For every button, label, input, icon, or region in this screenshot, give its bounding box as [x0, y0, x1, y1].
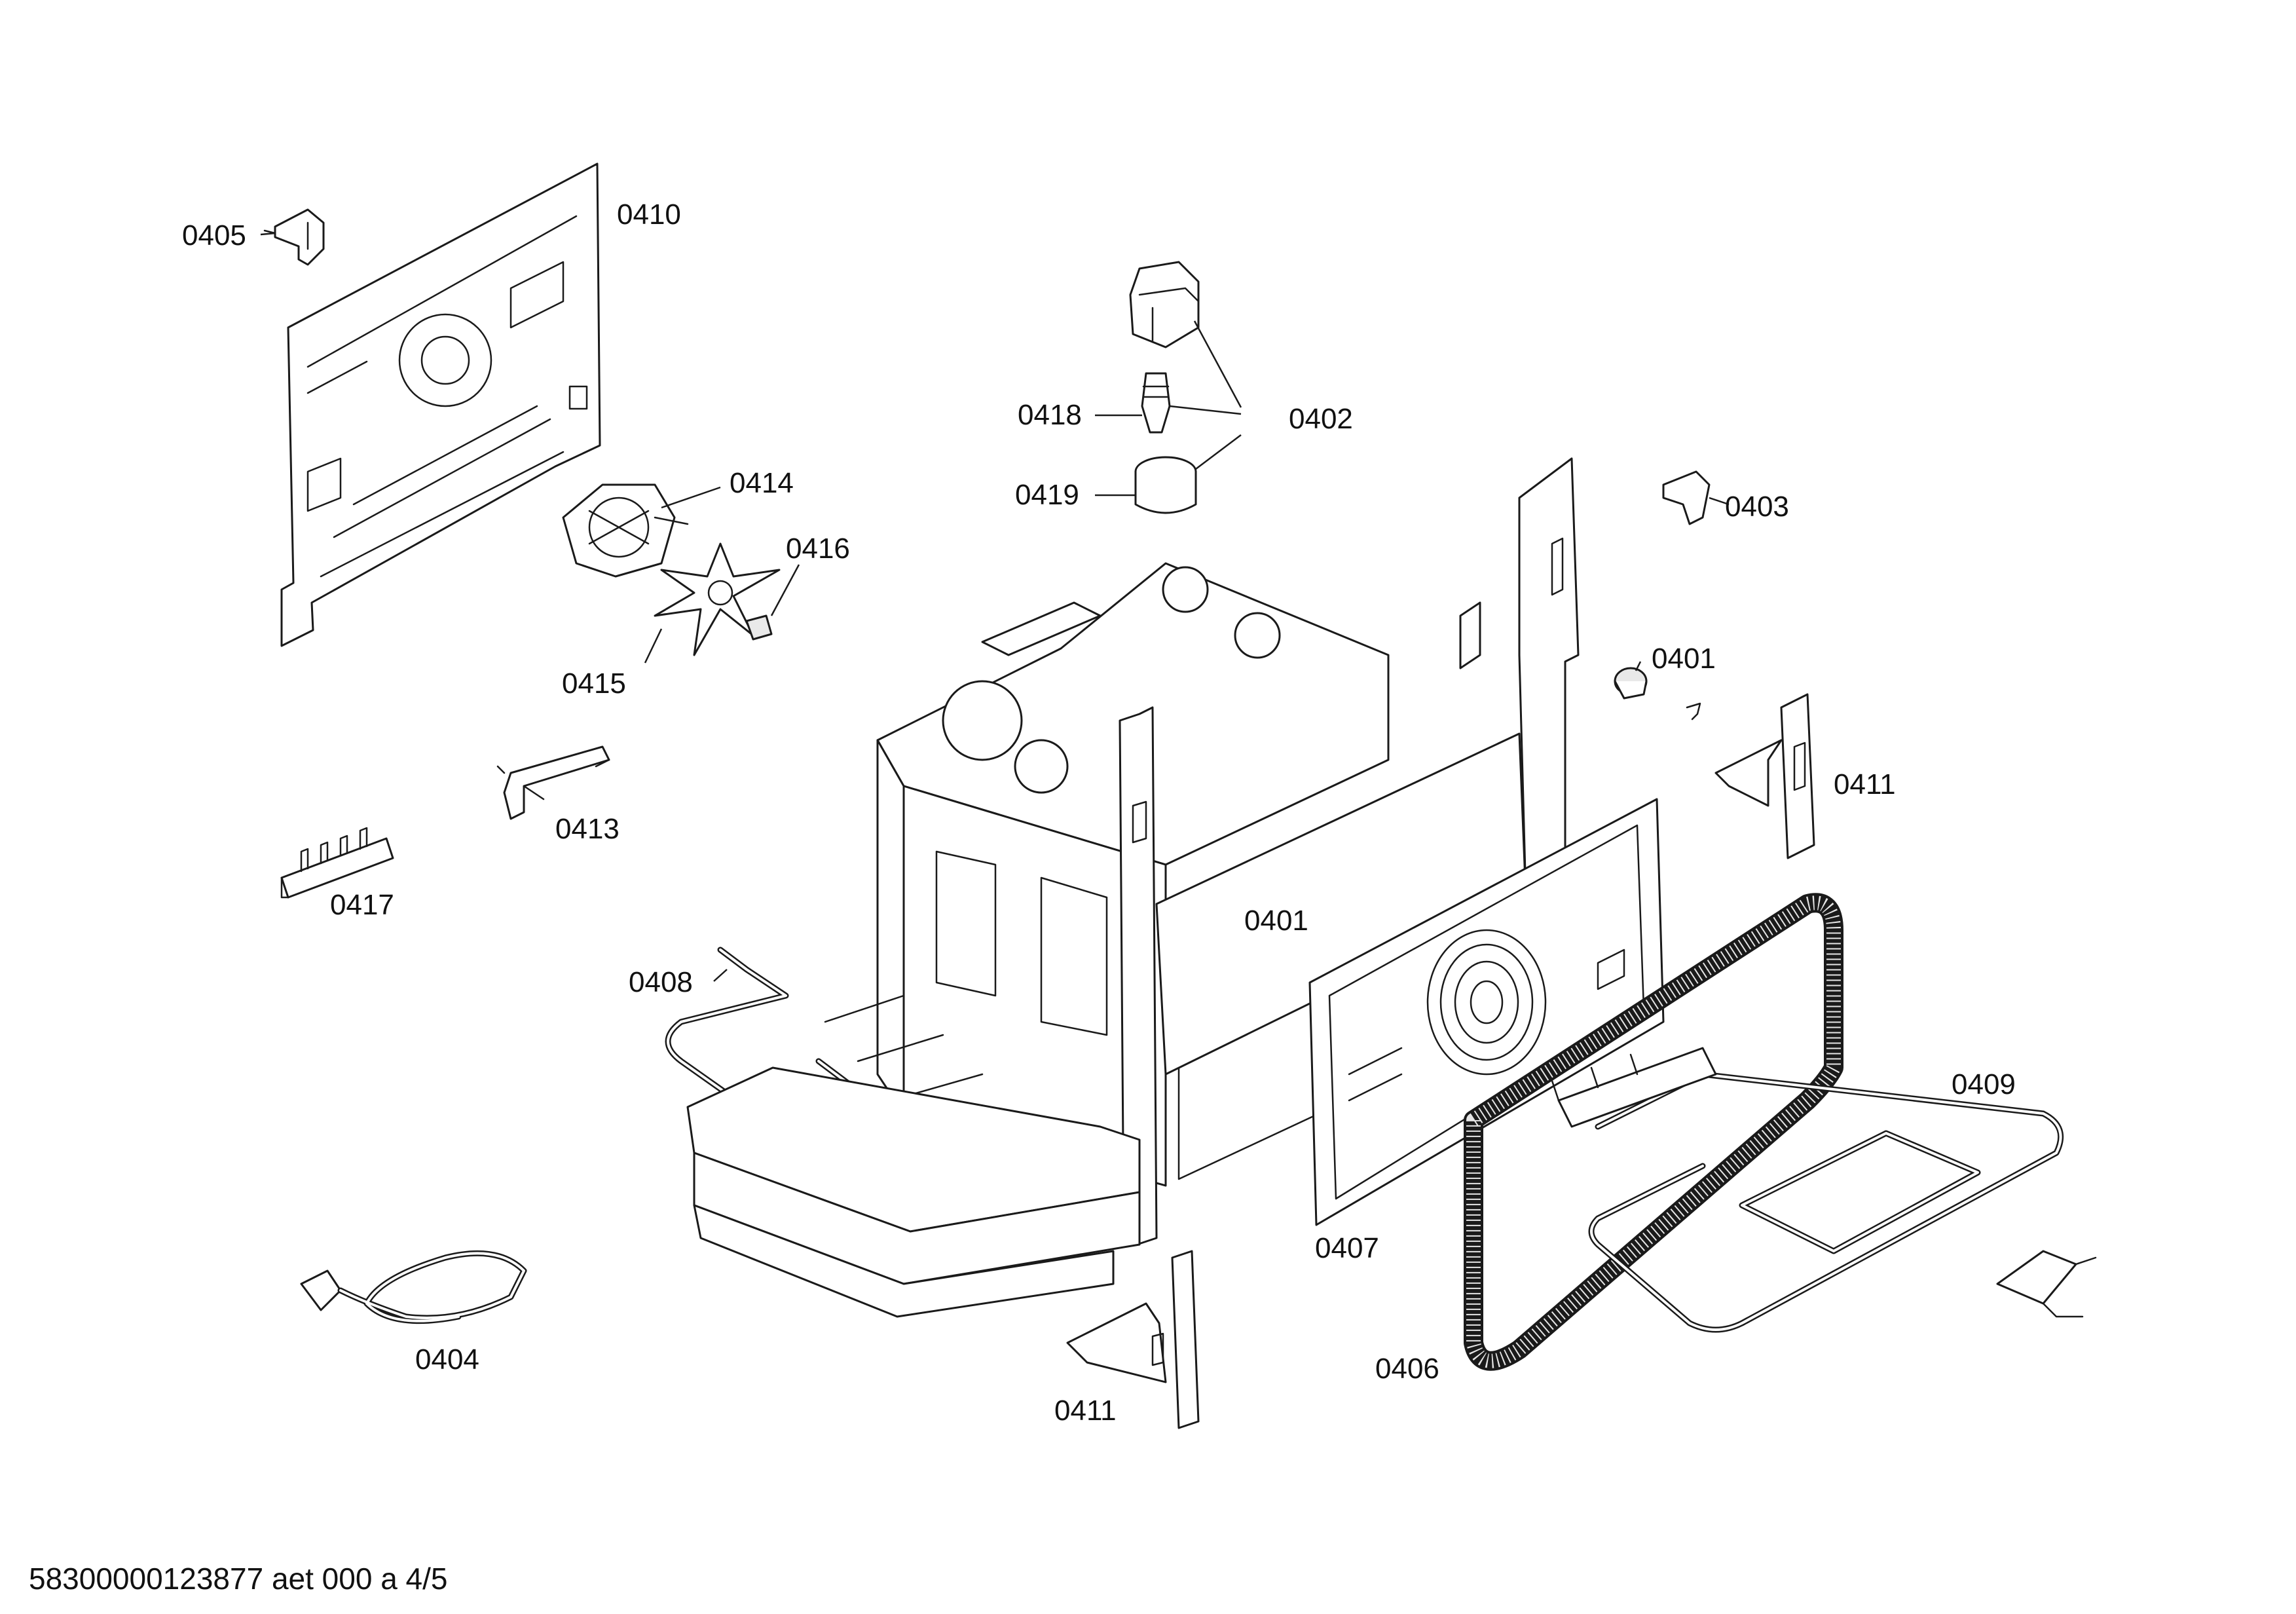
fan-blade-part — [654, 542, 781, 656]
label-0413: 0413 — [555, 813, 620, 845]
label-0411-right: 0411 — [1834, 768, 1896, 800]
label-0405: 0405 — [182, 219, 246, 252]
lamp-holder-part — [1129, 261, 1200, 348]
grill-element-part — [1551, 1047, 2064, 1333]
plug-part-right — [1614, 667, 1648, 700]
label-0416: 0416 — [786, 533, 850, 565]
fan-motor-part — [562, 483, 689, 578]
label-0404: 0404 — [415, 1343, 479, 1376]
label-0401-center: 0401 — [1244, 905, 1308, 937]
label-0408: 0408 — [629, 966, 693, 998]
label-0401-right: 0401 — [1652, 643, 1716, 675]
fan-nut-part — [745, 614, 773, 641]
label-0411-bottom: 0411 — [1054, 1395, 1117, 1427]
label-0409: 0409 — [1952, 1068, 2016, 1100]
power-cord-part — [300, 1250, 527, 1324]
mounting-bracket-bottom-part — [1066, 1250, 1200, 1429]
rear-panel-part — [280, 162, 601, 647]
label-0418: 0418 — [1018, 399, 1082, 431]
label-0417: 0417 — [330, 889, 394, 921]
screw-part-right — [1686, 702, 1701, 721]
lamp-bulb-part — [1141, 372, 1171, 434]
oven-cavity-part — [876, 562, 1390, 1187]
bottom-insulation-part — [686, 1066, 1141, 1318]
frame-post-right-part — [1155, 457, 1580, 1076]
terminal-block-part — [280, 827, 394, 899]
label-0403: 0403 — [1725, 491, 1789, 523]
label-0407: 0407 — [1315, 1232, 1379, 1264]
label-0419: 0419 — [1015, 479, 1079, 511]
clip-part — [1662, 470, 1711, 525]
label-0406: 0406 — [1375, 1353, 1439, 1385]
label-0414: 0414 — [730, 467, 794, 499]
lamp-cover-part — [1134, 456, 1197, 514]
connector-part — [263, 208, 325, 266]
rear-cover-panel-part — [1308, 798, 1665, 1226]
part-labels: 0405 0410 0414 0416 0415 0413 0417 0408 … — [182, 198, 2016, 1427]
sensor-bracket-part — [496, 745, 610, 820]
label-0410: 0410 — [617, 198, 681, 231]
leader-lines — [260, 232, 1730, 982]
sensor-clip-part — [1996, 1250, 2097, 1318]
mounting-bracket-right-part — [1714, 693, 1815, 859]
document-code: 58300000123877 aet 000 a 4/5 — [29, 1562, 448, 1596]
label-0415: 0415 — [562, 667, 626, 700]
label-0402: 0402 — [1289, 403, 1353, 435]
